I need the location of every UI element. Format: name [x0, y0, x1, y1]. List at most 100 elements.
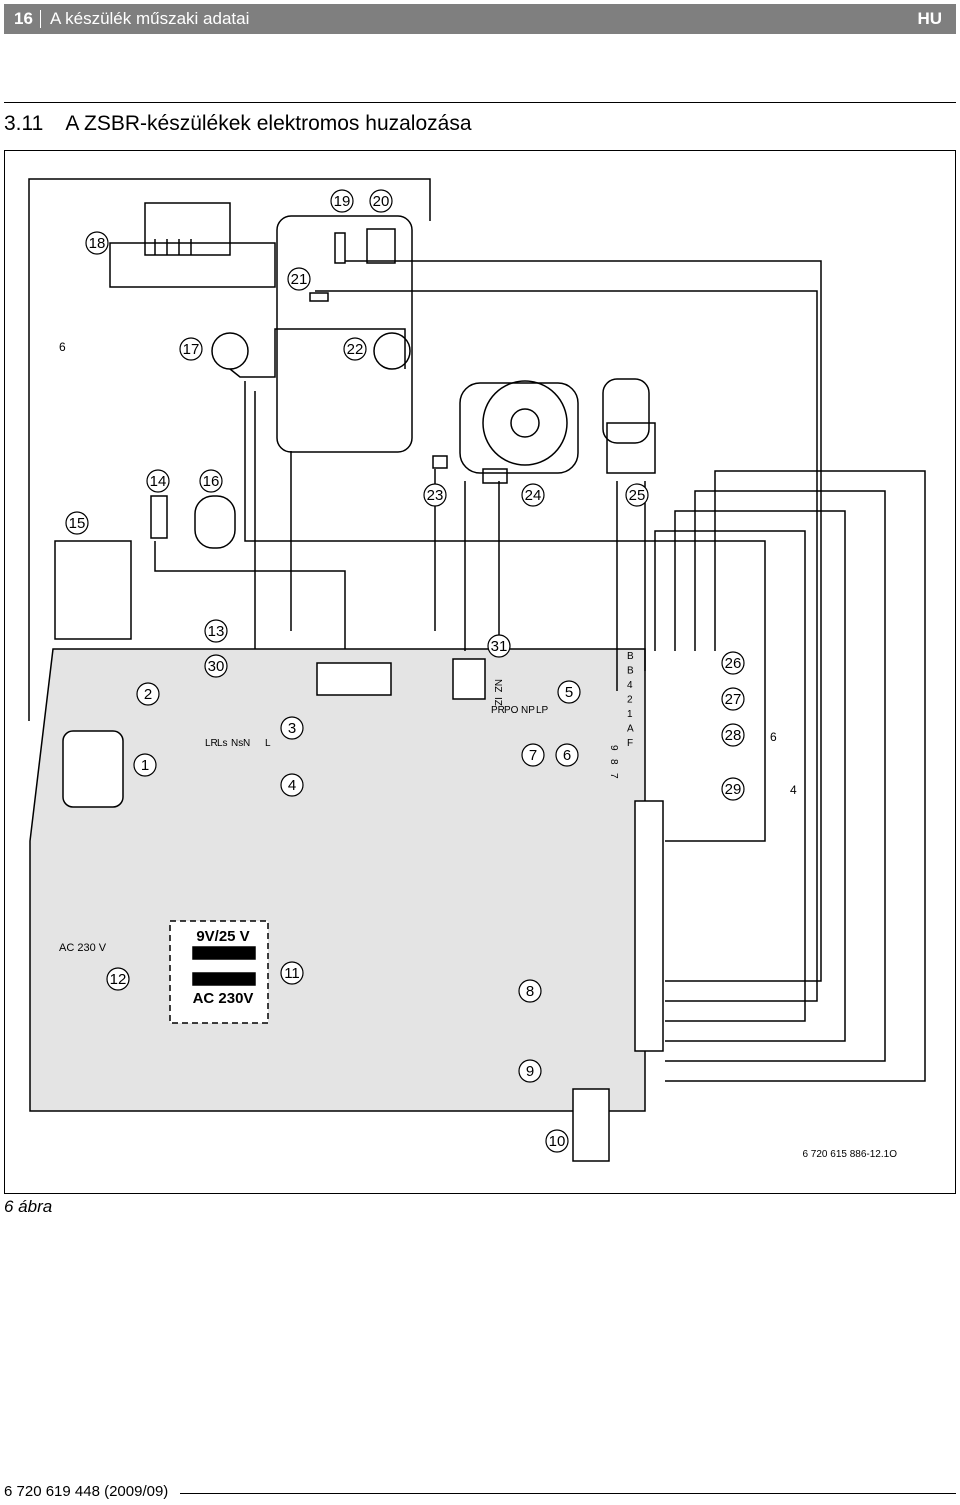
section-title: A ZSBR-készülékek elektromos huzalozása — [65, 112, 472, 135]
svg-text:15: 15 — [69, 515, 86, 532]
callout-16: 16 — [199, 469, 223, 493]
component-25 — [602, 378, 650, 444]
callout-4: 4 — [280, 773, 304, 797]
svg-text:13: 13 — [208, 623, 225, 640]
component-21 — [309, 292, 329, 302]
terminal-column-label-6: F — [627, 738, 633, 749]
document-number: 6 720 619 448 (2009/09) — [4, 1483, 169, 1500]
page-number: 16 — [14, 9, 33, 28]
language-code: HU — [917, 9, 942, 28]
svg-text:28: 28 — [725, 727, 742, 744]
callout-15: 15 — [65, 511, 89, 535]
svg-text:29: 29 — [725, 781, 742, 798]
wire-marker-6b: 6 — [770, 730, 777, 744]
component-18-box — [109, 242, 276, 288]
component-10 — [572, 1088, 610, 1162]
callout-23: 23 — [423, 483, 447, 507]
svg-text:4: 4 — [288, 777, 296, 794]
callout-9: 9 — [518, 1059, 542, 1083]
callout-6: 6 — [555, 743, 579, 767]
svg-text:18: 18 — [89, 235, 106, 252]
callout-24: 24 — [521, 483, 545, 507]
callout-19: 19 — [330, 189, 354, 213]
connector-bottom-label-1: PO — [504, 705, 519, 716]
svg-text:5: 5 — [565, 684, 573, 701]
svg-text:20: 20 — [373, 193, 390, 210]
svg-text:12: 12 — [110, 971, 127, 988]
callout-25: 25 — [625, 483, 649, 507]
svg-text:27: 27 — [725, 691, 742, 708]
callout-3: 3 — [280, 716, 304, 740]
ac-label: AC 230 V — [59, 942, 107, 954]
callout-22: 22 — [343, 337, 367, 361]
terminal-label-0: LR — [205, 738, 218, 749]
component-17 — [211, 332, 249, 370]
callout-29: 29 — [721, 777, 745, 801]
small-terminal-label-0: 9 — [608, 745, 619, 751]
terminal-column-label-4: 1 — [627, 709, 633, 720]
small-terminal-label-2: 7 — [608, 773, 619, 779]
footer-rule — [180, 1493, 956, 1494]
transformer-top-label: 9V/25 V — [196, 928, 249, 945]
section-heading: 3.11 A ZSBR-készülékek elektromos huzaloz… — [4, 112, 472, 136]
terminal-label-2: Ns — [231, 738, 243, 749]
svg-text:10: 10 — [549, 1133, 566, 1150]
component-24 — [459, 382, 579, 474]
main-board — [29, 648, 646, 1112]
component-20 — [366, 228, 396, 264]
small-terminal-label-1: 8 — [608, 759, 619, 765]
section-rule — [4, 102, 956, 103]
terminal-label-3: N — [243, 738, 250, 749]
callout-13: 13 — [204, 619, 228, 643]
svg-text:25: 25 — [629, 487, 646, 504]
component-22 — [373, 332, 411, 370]
svg-text:7: 7 — [529, 747, 537, 764]
terminal-column-label-1: B — [627, 666, 634, 677]
callout-5: 5 — [557, 680, 581, 704]
figure-code: 6 720 615 886-12.1O — [802, 1149, 897, 1160]
component-group-19-22 — [276, 215, 413, 453]
callout-30: 30 — [204, 654, 228, 678]
callout-17: 17 — [179, 337, 203, 361]
svg-text:24: 24 — [525, 487, 542, 504]
callout-18: 18 — [85, 231, 109, 255]
svg-text:17: 17 — [183, 341, 200, 358]
header-separator — [40, 10, 41, 28]
callout-14: 14 — [146, 469, 170, 493]
section-number: 3.11 — [4, 112, 44, 135]
transformer-bottom-label: AC 230V — [193, 990, 254, 1007]
callout-31: 31 — [487, 634, 511, 658]
callout-11: 11 — [280, 961, 304, 985]
callout-8: 8 — [518, 979, 542, 1003]
svg-text:31: 31 — [491, 638, 508, 655]
svg-text:11: 11 — [284, 965, 300, 982]
component-18-inner — [144, 202, 231, 256]
callout-7: 7 — [521, 743, 545, 767]
terminal-strip — [634, 800, 664, 1052]
callout-12: 12 — [106, 967, 130, 991]
callout-27: 27 — [721, 687, 745, 711]
svg-text:2: 2 — [144, 686, 152, 703]
svg-text:6: 6 — [563, 747, 571, 764]
connector-bottom-label-0: PR — [491, 705, 505, 716]
connector-block — [316, 662, 392, 696]
component-23 — [432, 455, 448, 469]
callout-1: 1 — [133, 753, 157, 777]
component-19 — [334, 232, 346, 264]
terminal-column-label-2: 4 — [627, 680, 633, 691]
page-header: 16 A készülék műszaki adatai HU — [4, 4, 956, 34]
component-1 — [62, 730, 124, 808]
top-enclosure-wire — [28, 178, 431, 721]
connector-31 — [452, 658, 486, 700]
svg-text:21: 21 — [291, 271, 308, 288]
component-16 — [194, 495, 236, 549]
svg-text:8: 8 — [526, 983, 534, 1000]
svg-text:22: 22 — [347, 341, 364, 358]
svg-text:30: 30 — [208, 658, 225, 675]
callout-10: 10 — [545, 1129, 569, 1153]
transformer-dashed — [169, 920, 269, 1024]
terminal-column-label-0: B — [627, 651, 634, 662]
svg-text:1: 1 — [141, 757, 149, 774]
